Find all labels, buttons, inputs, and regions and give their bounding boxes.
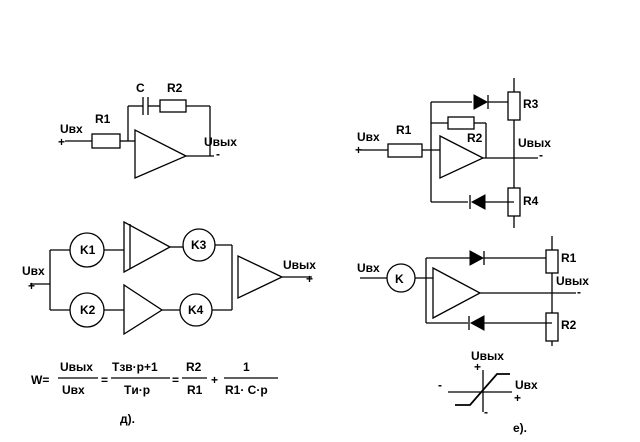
plus-out-sign: + (306, 272, 313, 286)
resistor-r1 (91, 133, 121, 149)
input-label-e: Uвх (357, 130, 380, 144)
plus-x-sign: + (514, 391, 521, 405)
x-axis-label: Uвх (515, 378, 538, 392)
output-label-parallel: Uвых (283, 258, 316, 272)
op-amp-k (432, 266, 482, 320)
diode-upper (473, 94, 489, 110)
formula-eq2: = (172, 373, 179, 387)
c-label: C (136, 81, 145, 95)
formula-num4: 1 (243, 360, 250, 374)
pi-controller-circuit: Uвх + R1 C R2 Uвых - (58, 81, 237, 179)
minus-x-sign: - (438, 378, 442, 392)
output-label: Uвых (204, 135, 237, 149)
formula-num3: R2 (186, 360, 202, 374)
resistor-r1-k (545, 249, 559, 274)
transfer-function-formula: W= Uвых Uвх = Tзв·p+1 Tи·p = R2 R1 + 1 R… (31, 360, 278, 426)
op-amp-e (439, 134, 485, 180)
parallel-amplifier-circuit: Uвх + K1 K2 K3 K4 Uвых + (22, 220, 316, 336)
k1-label: K1 (80, 243, 96, 257)
caption-d: д). (120, 412, 135, 426)
resistor-r2-e (447, 116, 475, 130)
y-axis-label: Uвых (471, 349, 504, 363)
formula-den2: Tи·p (124, 383, 150, 397)
minus-sign-e: - (539, 148, 543, 162)
input-label-k: Uвх (357, 261, 380, 275)
output-label-e: Uвых (518, 136, 551, 150)
diode-upper-k (469, 250, 485, 266)
r2-label-k: R2 (561, 318, 577, 332)
amp-upper (123, 220, 172, 274)
resistor-r2 (159, 99, 187, 113)
r1-label-e: R1 (396, 123, 412, 137)
plus-in-sign: + (28, 279, 35, 293)
limiter-circuit-r4: Uвх + R1 R2 R3 R4 Uвых - (355, 78, 551, 228)
k3-label: K3 (191, 238, 207, 252)
input-label: Uвх (60, 122, 83, 136)
r3-label: R3 (523, 97, 539, 111)
caption-e: е). (513, 421, 527, 435)
limiter-characteristic: Uвых Uвх + - + - е). (438, 349, 538, 435)
formula-eq1: = (101, 373, 108, 387)
output-label-k: Uвых (556, 274, 589, 288)
plus-sign-e: + (355, 143, 362, 157)
formula-den3: R1 (187, 383, 203, 397)
formula-lhs: W= (31, 373, 49, 387)
formula-den1: Uвх (62, 383, 85, 397)
r2-label: R2 (167, 81, 183, 95)
resistor-r1-e (387, 143, 423, 158)
k-label: K (395, 272, 404, 286)
input-label-parallel: Uвх (22, 264, 45, 278)
diode-lower (470, 194, 486, 210)
k4-label: K4 (188, 303, 204, 317)
r4-label: R4 (523, 194, 539, 208)
r1-label-k: R1 (561, 251, 577, 265)
minus-y-sign: - (484, 405, 488, 419)
formula-num2: Tзв·p+1 (112, 360, 158, 374)
resistor-r2-k (545, 312, 559, 342)
formula-plus: + (211, 373, 218, 387)
formula-den4: R1· C·p (225, 383, 268, 397)
resistor-r3 (507, 91, 521, 121)
limiter-circuit-k: Uвх K R1 R2 Uвых - (357, 236, 589, 346)
minus-sign-k: - (577, 285, 581, 299)
diode-lower-k (469, 315, 485, 331)
k2-label: K2 (80, 303, 96, 317)
plus-y-sign: + (474, 360, 481, 374)
formula-num1: Uвых (60, 360, 93, 374)
plus-sign: + (58, 135, 65, 149)
amp-lower (123, 283, 164, 336)
r1-label: R1 (95, 112, 111, 126)
characteristic-curve (455, 373, 510, 406)
op-amp (134, 128, 188, 179)
summing-amp (237, 254, 284, 300)
r2-label-e: R2 (467, 131, 483, 145)
minus-sign: - (216, 147, 220, 161)
